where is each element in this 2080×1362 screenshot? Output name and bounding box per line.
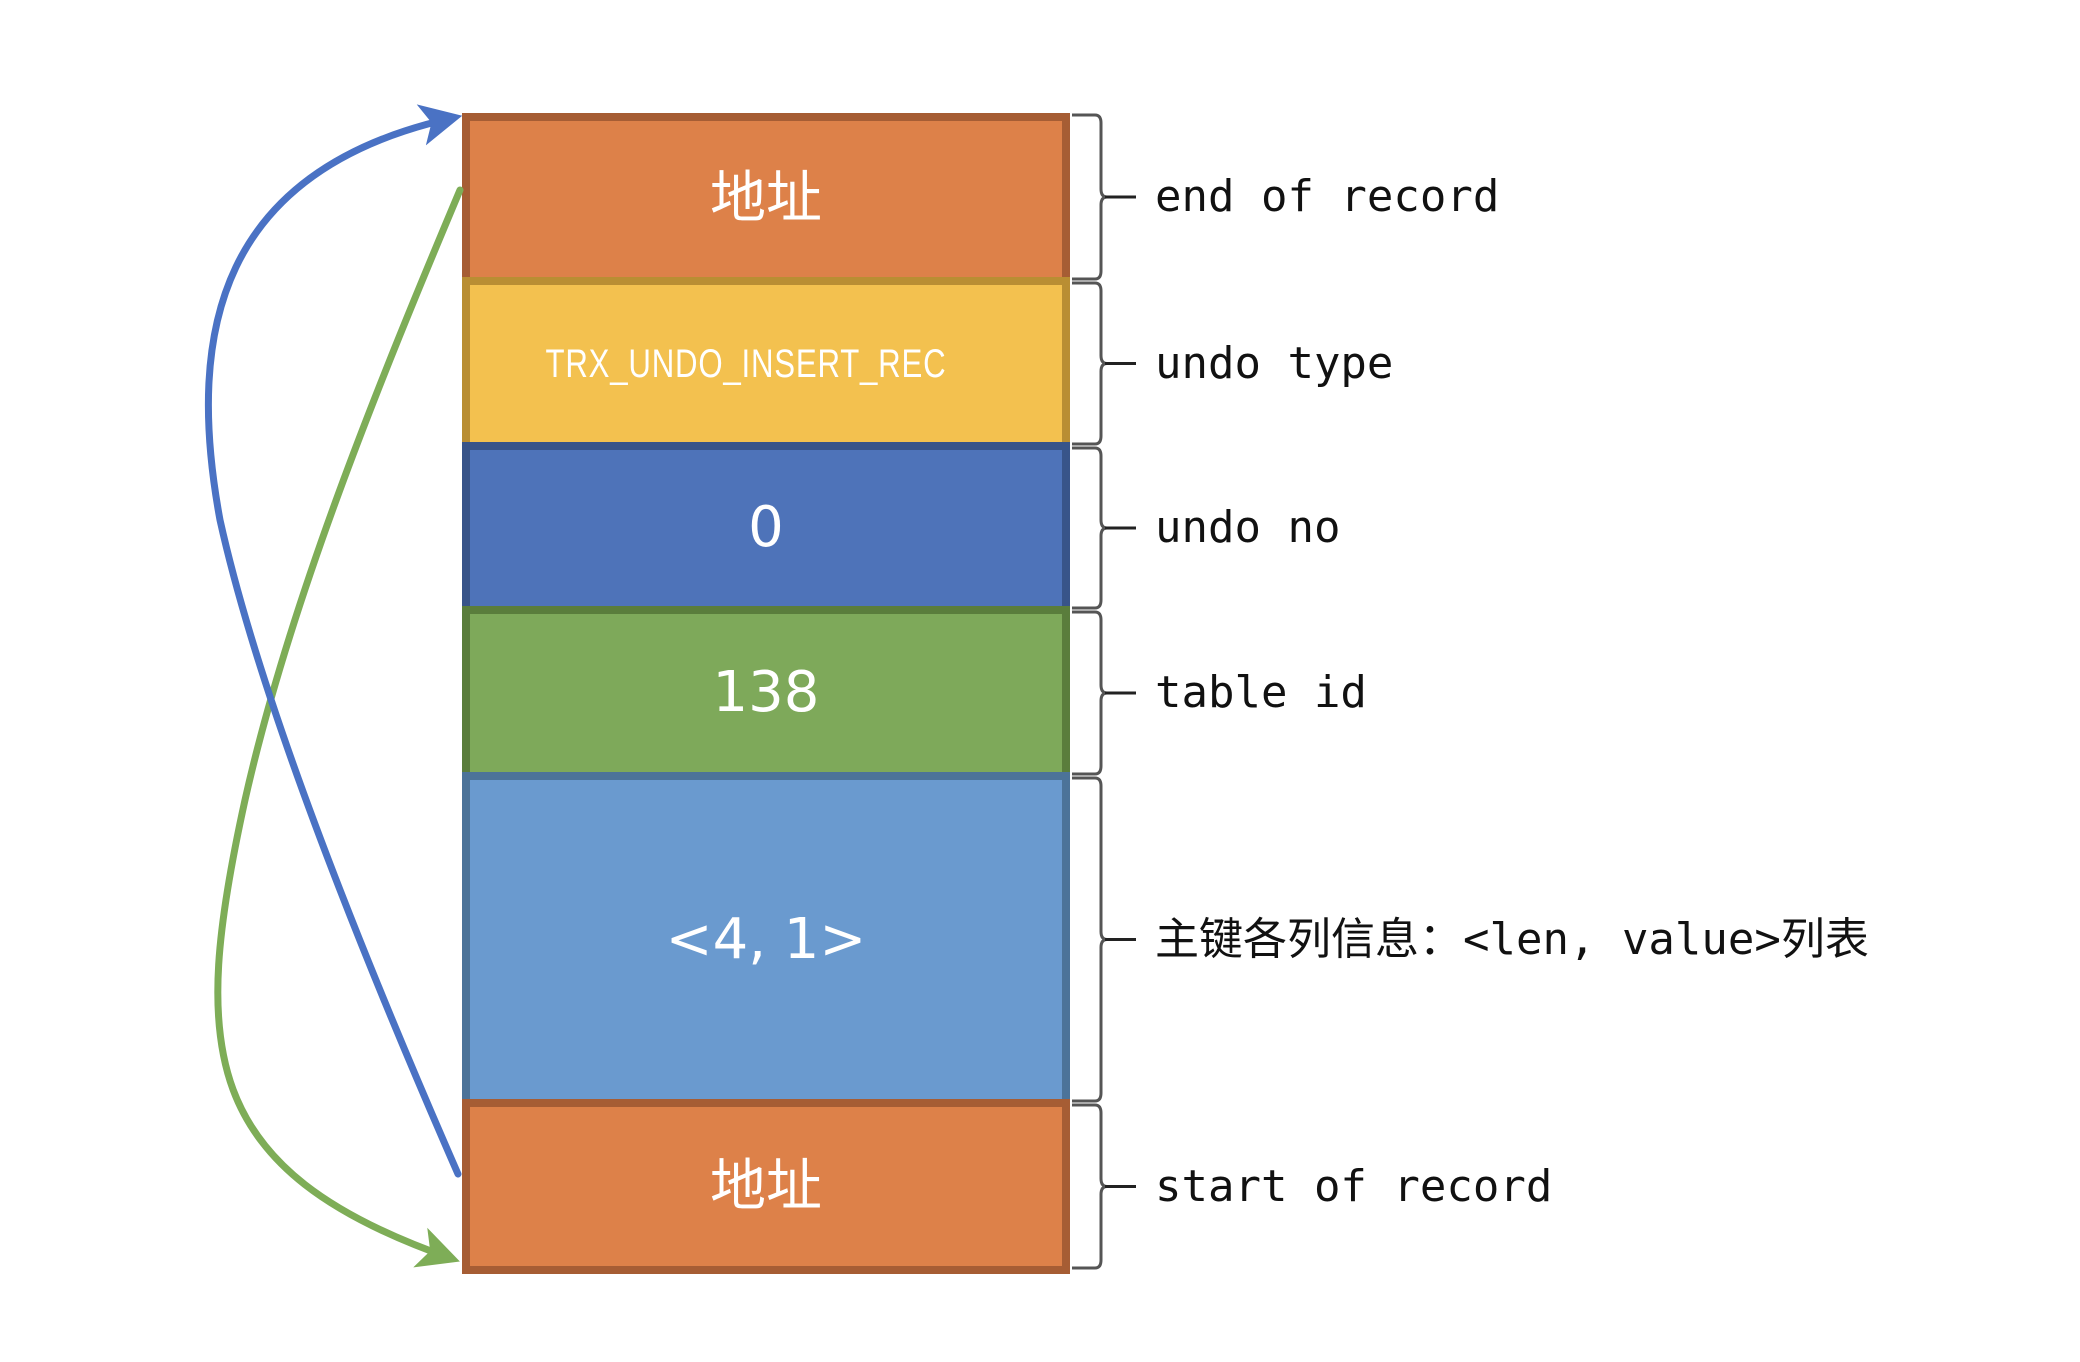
brace-undo-no: [1072, 446, 1108, 610]
segment-value: 0: [748, 495, 784, 560]
segment-end-address: 地址: [462, 113, 1070, 285]
label-end-of-record: end of record: [1155, 171, 1500, 222]
segment-value: 138: [712, 660, 820, 725]
segment-primary-key-columns: <4, 1>: [462, 772, 1070, 1107]
brace-group: [1072, 113, 1136, 1270]
segment-value: 地址: [710, 1153, 822, 1219]
label-primary-key-columns: 主键各列信息：<len, value>列表: [1155, 913, 1869, 965]
brace-start-address: [1072, 1103, 1108, 1270]
label-table-id: table id: [1155, 667, 1367, 718]
label-undo-type: undo type: [1155, 337, 1394, 389]
start-to-end-pointer-arrow: [204, 104, 463, 1178]
segment-undo-no: 0: [462, 442, 1070, 614]
brace-end-address: [1072, 113, 1108, 281]
label-undo-no: undo no: [1155, 502, 1341, 553]
segment-table-id: 138: [462, 606, 1070, 780]
segment-value: TRX_UNDO_INSERT_REC: [545, 341, 947, 386]
brace-table-id: [1072, 610, 1108, 776]
end-to-start-pointer-arrow: [214, 186, 464, 1268]
brace-undo-type: [1072, 281, 1108, 446]
segment-value: 地址: [710, 166, 822, 231]
brace-primary-key-columns: [1072, 776, 1108, 1103]
segment-value: <4, 1>: [665, 906, 867, 972]
label-start-of-record: start of record: [1155, 1160, 1553, 1212]
segment-start-address: 地址: [462, 1099, 1070, 1274]
